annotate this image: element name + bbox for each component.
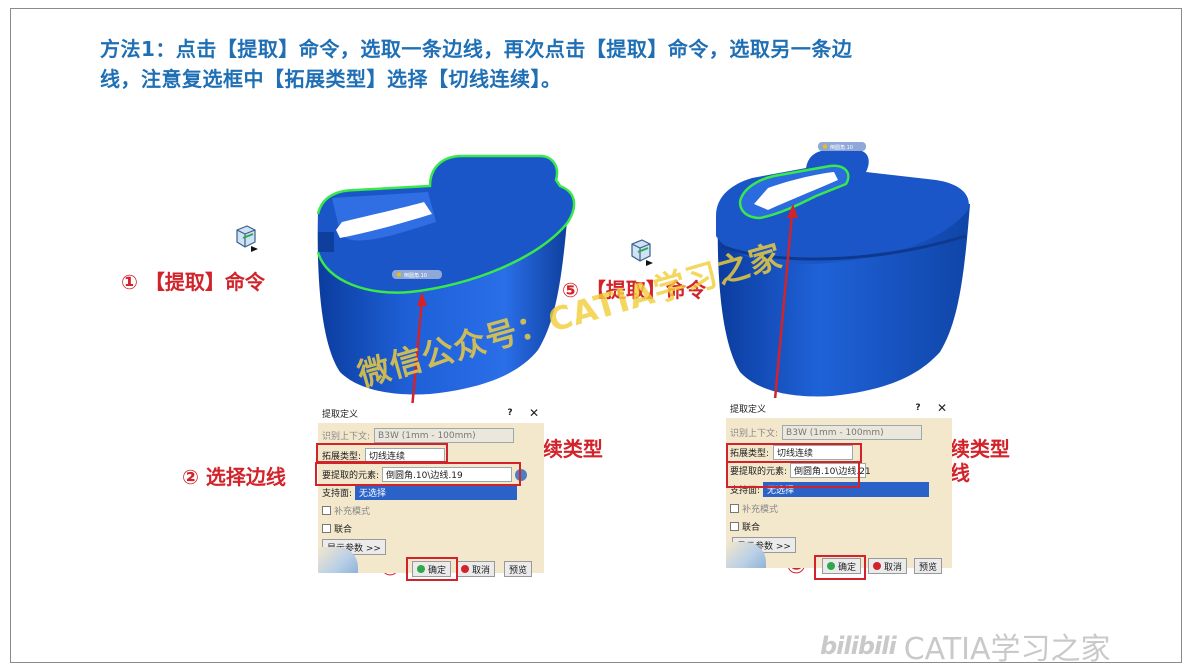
- cancel-icon: [461, 565, 469, 573]
- element-field[interactable]: 倒圆角.10\边线.21: [790, 463, 871, 478]
- element-selector-icon[interactable]: [515, 468, 528, 481]
- support-label: 支持面:: [322, 489, 353, 499]
- propagation-type-row: 拓展类型: 切线连续: [730, 445, 854, 460]
- cancel-label: 取消: [884, 562, 903, 573]
- context-field[interactable]: B3W (1mm - 100mm): [374, 428, 515, 443]
- preview-button[interactable]: 预览: [914, 558, 943, 574]
- cancel-label: 取消: [472, 565, 491, 576]
- complement-checkbox[interactable]: [322, 506, 331, 515]
- dialog-title: 提取定义: [730, 404, 767, 415]
- context-label: 识别上下文:: [730, 429, 779, 439]
- left-model-tag: [392, 270, 442, 279]
- support-field[interactable]: 无选择: [763, 482, 930, 497]
- dialog-title: 提取定义: [322, 409, 359, 420]
- element-label: 要提取的元素:: [322, 471, 380, 481]
- ok-button[interactable]: 确定: [822, 558, 862, 574]
- close-icon[interactable]: ✕: [528, 406, 540, 420]
- propagation-type-label: 拓展类型:: [322, 452, 362, 462]
- highlight-ok-right: [814, 555, 866, 580]
- support-row: 支持面: 无选择: [322, 485, 518, 500]
- context-label: 识别上下文:: [322, 432, 371, 442]
- extract-definition-dialog: 提取定义 ? ✕ 识别上下文: B3W (1mm - 100mm) 拓展类型: …: [726, 398, 952, 574]
- close-icon[interactable]: ✕: [936, 401, 948, 415]
- support-row: 支持面: 无选择: [730, 482, 930, 497]
- instruction-heading: 方法1：点击【提取】命令，选取一条边线，再次点击【提取】命令，选取另一条边 线，…: [100, 34, 1030, 94]
- highlight-element-left: [315, 462, 521, 486]
- extract-definition-dialog: 提取定义 ? ✕ 识别上下文: B3W (1mm - 100mm) 拓展类型: …: [318, 403, 544, 577]
- propagation-type-label: 拓展类型:: [730, 449, 770, 459]
- federate-checkbox[interactable]: [322, 524, 331, 533]
- complement-label: 补充模式: [334, 507, 371, 517]
- right-model-tag: [818, 142, 866, 151]
- context-row: 识别上下文: B3W (1mm - 100mm): [322, 428, 515, 443]
- help-button[interactable]: ?: [915, 403, 921, 413]
- cancel-button[interactable]: 取消: [456, 561, 496, 577]
- annotation-step-5: ⑤ 【提取】命令: [562, 278, 706, 302]
- brand-logo: bilibili CATIA学习之家: [820, 624, 1111, 668]
- ok-icon: [827, 562, 835, 570]
- element-row: 要提取的元素: 倒圆角.10\边线.21: [730, 463, 871, 478]
- dialog-corner-decoration: [726, 542, 766, 568]
- heading-line-1: 方法1：点击【提取】命令，选取一条边线，再次点击【提取】命令，选取另一条边: [100, 37, 853, 61]
- highlight-element-right: [726, 461, 860, 488]
- bilibili-logo: bilibili: [820, 632, 897, 660]
- highlight-type-right: [726, 443, 862, 463]
- extract-command-icon[interactable]: [231, 222, 259, 252]
- propagation-type-select[interactable]: 切线连续: [773, 445, 854, 460]
- cancel-icon: [873, 562, 881, 570]
- element-label: 要提取的元素:: [730, 467, 788, 477]
- highlight-type-left: [316, 443, 448, 463]
- complement-row[interactable]: 补充模式: [322, 503, 370, 518]
- cancel-button[interactable]: 取消: [868, 558, 908, 574]
- ok-label: 确定: [428, 565, 447, 576]
- context-row: 识别上下文: B3W (1mm - 100mm): [730, 425, 923, 440]
- ok-icon: [417, 565, 425, 573]
- heading-line-2: 线，注意复选框中【拓展类型】选择【切线连续】。: [100, 67, 562, 91]
- federate-checkbox[interactable]: [730, 522, 739, 531]
- support-field[interactable]: 无选择: [355, 485, 518, 500]
- federate-row[interactable]: 联合: [322, 521, 352, 536]
- dialog-title-bar: 提取定义 ? ✕: [726, 398, 952, 418]
- context-field[interactable]: B3W (1mm - 100mm): [782, 425, 923, 440]
- dialog-title-bar: 提取定义 ? ✕: [318, 403, 544, 423]
- right-selected-edge: [738, 164, 850, 220]
- ok-button[interactable]: 确定: [412, 561, 452, 577]
- help-button[interactable]: ?: [507, 408, 513, 418]
- annotation-step-2: ② 选择边线: [182, 465, 286, 489]
- svg-text:倒圆角.10: 倒圆角.10: [404, 272, 427, 279]
- complement-row[interactable]: 补充模式: [730, 501, 778, 516]
- element-row: 要提取的元素: 倒圆角.10\边线.19: [322, 467, 528, 482]
- support-label: 支持面:: [730, 486, 761, 496]
- dialog-corner-decoration: [318, 547, 358, 573]
- right-tub-model: 倒圆角.10: [716, 142, 970, 477]
- annotation-step-1: ① 【提取】命令: [121, 270, 265, 294]
- complement-checkbox[interactable]: [730, 504, 739, 513]
- preview-button[interactable]: 预览: [504, 561, 533, 577]
- federate-label: 联合: [742, 523, 761, 533]
- highlight-ok-left: [406, 557, 458, 581]
- federate-label: 联合: [334, 525, 353, 535]
- federate-row[interactable]: 联合: [730, 519, 760, 534]
- slide-frame: [10, 8, 1182, 663]
- complement-label: 补充模式: [742, 505, 779, 515]
- svg-text:倒圆角.10: 倒圆角.10: [830, 144, 853, 151]
- left-selected-edge: [316, 154, 576, 294]
- brand-name: CATIA学习之家: [903, 632, 1111, 667]
- extract-command-icon[interactable]: [626, 236, 654, 266]
- ok-label: 确定: [838, 562, 857, 573]
- element-field[interactable]: 倒圆角.10\边线.19: [382, 467, 513, 482]
